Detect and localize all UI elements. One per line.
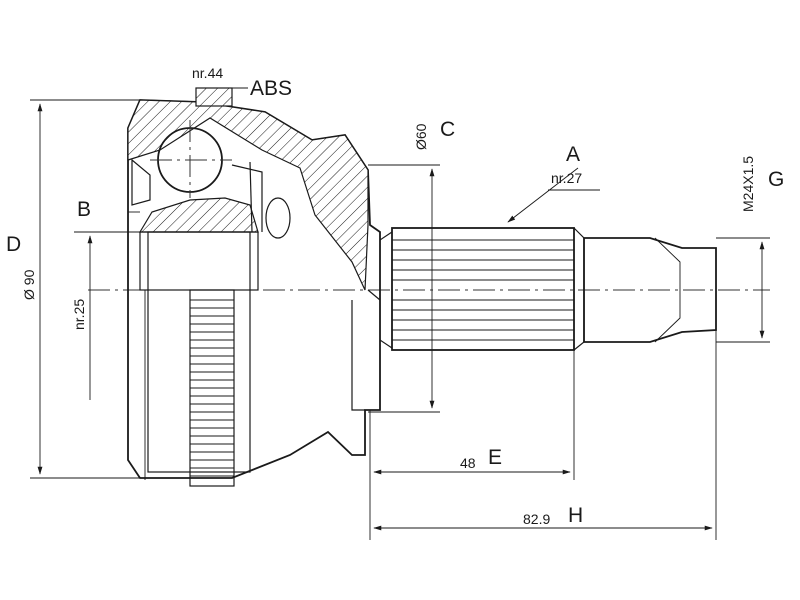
b-teeth-label: nr.25	[71, 299, 87, 330]
h-dim-label: 82.9	[523, 511, 550, 527]
d-dim-label: Ø 90	[21, 269, 37, 300]
g-dim-label: M24X1.5	[740, 156, 756, 212]
inner-race	[128, 158, 291, 473]
abs-teeth-label: nr.44	[192, 65, 223, 81]
splined-shaft	[379, 227, 585, 351]
c-dim-label: Ø60	[413, 123, 429, 150]
e-label: E	[488, 446, 502, 469]
abs-ring	[189, 87, 235, 487]
dimension-e	[369, 350, 575, 540]
h-label: H	[568, 504, 583, 527]
c-label: C	[440, 118, 455, 141]
a-label: A	[566, 143, 580, 166]
dimension-d	[30, 99, 140, 479]
dimension-c	[368, 164, 440, 413]
b-label: B	[77, 198, 91, 221]
d-label: D	[6, 233, 21, 256]
e-dim-label: 48	[460, 455, 476, 471]
dimension-b	[74, 231, 140, 400]
g-label: G	[768, 168, 784, 191]
abs-label: ABS	[250, 77, 292, 100]
leader-a	[507, 167, 579, 223]
dimension-h	[373, 330, 717, 540]
a-teeth-label: nr.27	[551, 170, 582, 186]
